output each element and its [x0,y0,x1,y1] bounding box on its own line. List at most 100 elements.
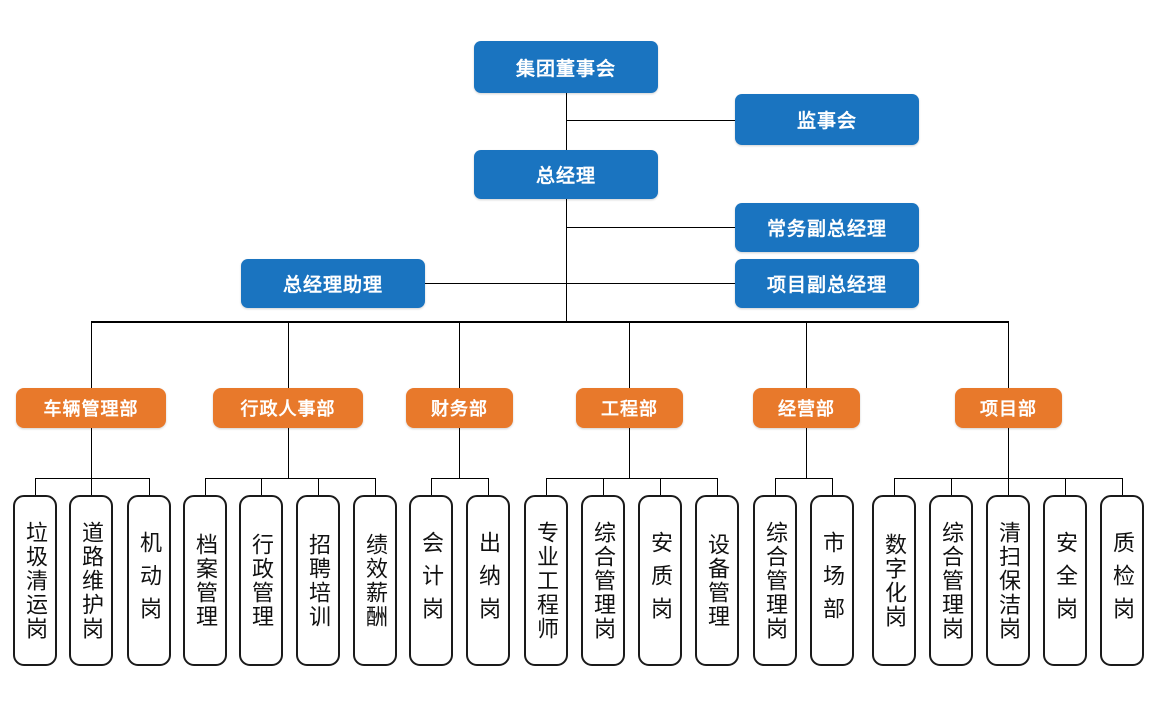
node-post-equipment-management-label: 设备管理 [704,532,730,629]
node-department-finance[interactable]: 财务部 [406,388,513,428]
connector-engineering-post-4 [717,478,718,496]
connector-engineering-post-3 [660,478,661,496]
connector-engineering-post-1 [546,478,547,496]
connector-finance-stem [459,427,460,478]
node-post-marketing[interactable]: 市场部 [810,495,854,666]
connector-bus-to-finance [459,321,460,388]
connector-gm-down [566,198,567,322]
node-post-operations-general-management-label: 综合管理岗 [762,520,788,641]
connector-adminhr-post-1 [205,478,206,496]
connector-to-project-deputy-gm [566,283,735,284]
node-board-of-directors[interactable]: 集团董事会 [474,41,658,93]
connector-bus-to-admin-hr [288,321,289,388]
connector-vehicle-post-3 [149,478,150,496]
node-post-engineering-general-management[interactable]: 综合管理岗 [581,495,625,666]
node-department-vehicle-label: 车辆管理部 [43,399,139,419]
connector-adminhr-stem [288,427,289,478]
node-post-professional-engineer-label: 专业工程师 [533,520,559,641]
connector-board-down [566,92,567,150]
connector-project-post-1 [894,478,895,496]
node-post-safety-quality-label: 安质岗 [647,531,673,630]
node-post-records-management-label: 档案管理 [192,532,218,629]
node-department-engineering[interactable]: 工程部 [576,388,683,428]
connector-bus-to-vehicle [91,321,92,388]
node-post-administration[interactable]: 行政管理 [239,495,283,666]
node-post-waste-removal[interactable]: 垃圾清运岗 [13,495,57,666]
node-gm-assistant[interactable]: 总经理助理 [241,259,425,308]
node-general-manager[interactable]: 总经理 [474,150,658,199]
node-post-performance-compensation[interactable]: 绩效薪酬 [353,495,397,666]
connector-engineering-bar [546,478,718,479]
node-department-project-label: 项目部 [980,399,1037,419]
node-post-administration-label: 行政管理 [248,532,274,629]
node-department-vehicle[interactable]: 车辆管理部 [16,388,166,428]
node-post-mobile-duty-label: 机动岗 [136,531,162,630]
node-post-cleaning-sanitation-label: 清扫保洁岗 [995,520,1021,641]
node-post-digitalization[interactable]: 数字化岗 [872,495,916,666]
node-post-road-maintenance[interactable]: 道路维护岗 [69,495,113,666]
connector-adminhr-bar [205,478,376,479]
node-department-project[interactable]: 项目部 [955,388,1062,428]
connector-to-supervisors [566,120,735,121]
connector-adminhr-post-3 [318,478,319,496]
connector-finance-post-1 [431,478,432,496]
connector-operations-bar [775,478,833,479]
node-post-professional-engineer[interactable]: 专业工程师 [524,495,568,666]
node-post-quality-inspection-label: 质检岗 [1109,531,1135,630]
node-post-operations-general-management[interactable]: 综合管理岗 [753,495,797,666]
node-board-of-supervisors-label: 监事会 [796,111,857,132]
connector-vehicle-bar [35,478,150,479]
connector-finance-bar [431,478,489,479]
node-post-road-maintenance-label: 道路维护岗 [78,520,104,641]
node-post-project-general-management-label: 综合管理岗 [938,520,964,641]
node-post-equipment-management[interactable]: 设备管理 [695,495,739,666]
node-post-safety-quality[interactable]: 安质岗 [638,495,682,666]
connector-operations-stem [806,427,807,478]
connector-operations-post-1 [775,478,776,496]
node-post-marketing-label: 市场部 [819,531,845,630]
node-post-safety[interactable]: 安全岗 [1043,495,1087,666]
node-post-performance-compensation-label: 绩效薪酬 [362,532,388,629]
connector-adminhr-post-4 [375,478,376,496]
connector-operations-post-2 [832,478,833,496]
node-post-project-general-management[interactable]: 综合管理岗 [929,495,973,666]
connector-project-post-4 [1065,478,1066,496]
node-post-accounting[interactable]: 会计岗 [409,495,453,666]
node-post-accounting-label: 会计岗 [418,531,444,630]
node-post-quality-inspection[interactable]: 质检岗 [1100,495,1144,666]
node-project-deputy-gm-label: 项目副总经理 [766,275,887,296]
node-department-operations-label: 经营部 [778,399,835,419]
node-post-mobile-duty[interactable]: 机动岗 [127,495,171,666]
node-board-of-supervisors[interactable]: 监事会 [735,94,919,145]
connector-engineering-stem [629,427,630,478]
connector-project-stem [1008,427,1009,478]
node-post-cleaning-sanitation[interactable]: 清扫保洁岗 [986,495,1030,666]
node-executive-deputy-gm[interactable]: 常务副总经理 [735,203,919,252]
connector-bus-to-project [1008,321,1009,388]
connector-vehicle-post-1 [35,478,36,496]
node-post-cashier[interactable]: 出纳岗 [466,495,510,666]
node-department-admin-hr-label: 行政人事部 [240,399,336,419]
node-post-recruitment-training[interactable]: 招聘培训 [296,495,340,666]
node-post-digitalization-label: 数字化岗 [881,532,907,629]
connector-project-post-5 [1122,478,1123,496]
connector-vehicle-post-2 [91,478,92,496]
connector-bus-to-operations [806,321,807,388]
node-gm-assistant-label: 总经理助理 [282,275,383,296]
department-bus-bar [91,321,1009,323]
connector-vehicle-stem [91,427,92,478]
connector-project-post-3 [1008,478,1009,496]
connector-finance-post-2 [488,478,489,496]
node-post-records-management[interactable]: 档案管理 [183,495,227,666]
connector-to-gm-assistant [425,283,566,284]
node-department-engineering-label: 工程部 [601,399,658,419]
connector-project-post-2 [951,478,952,496]
node-department-admin-hr[interactable]: 行政人事部 [213,388,363,428]
node-department-operations[interactable]: 经营部 [753,388,860,428]
node-post-engineering-general-management-label: 综合管理岗 [590,520,616,641]
connector-adminhr-post-2 [261,478,262,496]
node-board-of-directors-label: 集团董事会 [515,58,616,80]
node-general-manager-label: 总经理 [535,166,596,187]
node-project-deputy-gm[interactable]: 项目副总经理 [735,259,919,308]
